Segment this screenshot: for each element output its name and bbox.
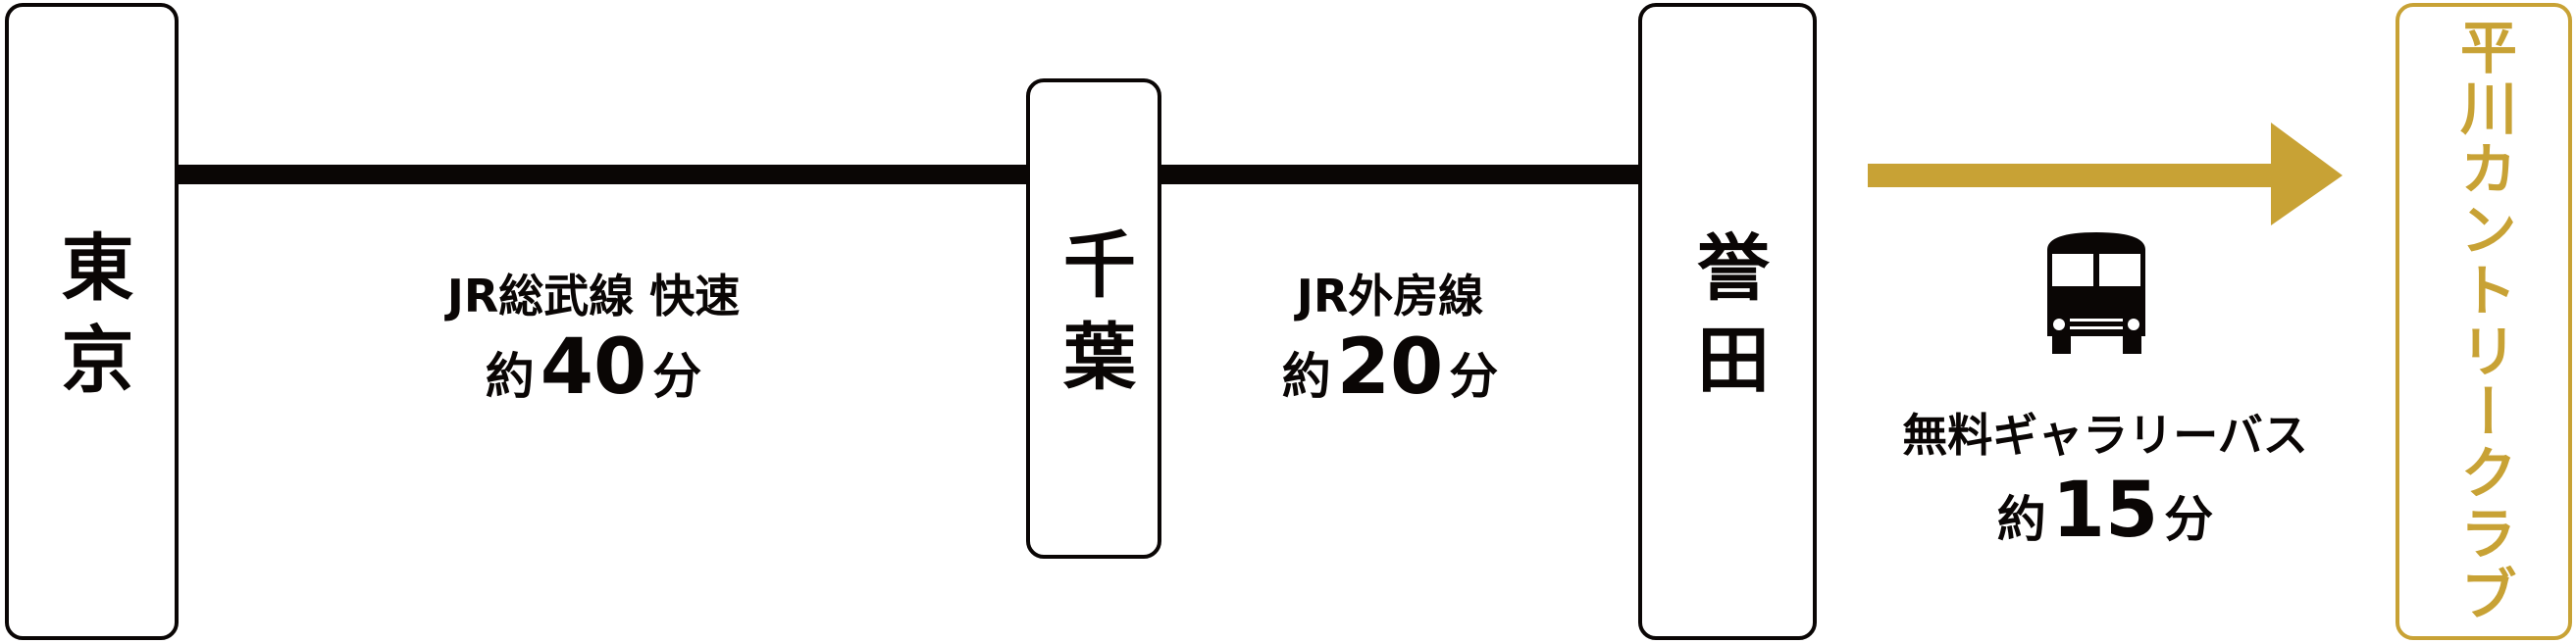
time-suffix: 分 bbox=[1449, 348, 1499, 405]
arrow-right-icon bbox=[1868, 123, 2343, 225]
segment-3-line: 無料ギャラリーバス bbox=[1902, 409, 2308, 462]
station-chiba: 千葉 bbox=[1026, 78, 1161, 559]
time-prefix: 約 bbox=[1996, 491, 2046, 548]
station-tokyo: 東京 bbox=[5, 3, 179, 640]
time-suffix: 分 bbox=[652, 348, 702, 405]
time-prefix: 約 bbox=[485, 348, 535, 405]
station-name: 誉田 bbox=[1684, 229, 1770, 414]
time-minutes: 40 bbox=[540, 323, 647, 412]
station-name: 東京 bbox=[49, 229, 133, 414]
segment-2-line: JR外房線 bbox=[1296, 270, 1484, 322]
time-minutes: 15 bbox=[2051, 467, 2159, 555]
rail-line-sotobo bbox=[1158, 165, 1642, 184]
segment-1-line: JR総武線 快速 bbox=[446, 270, 741, 322]
destination-hirakawa-cc: 平川カントリークラブ bbox=[2396, 3, 2572, 640]
destination-name: 平川カントリークラブ bbox=[2450, 18, 2517, 625]
rail-line-sobu bbox=[177, 165, 1030, 184]
time-prefix: 約 bbox=[1281, 348, 1331, 405]
time-suffix: 分 bbox=[2164, 491, 2214, 548]
station-name: 千葉 bbox=[1051, 226, 1136, 411]
bus-icon bbox=[2047, 232, 2145, 354]
station-homareda: 誉田 bbox=[1638, 3, 1817, 640]
time-minutes: 20 bbox=[1336, 323, 1444, 412]
